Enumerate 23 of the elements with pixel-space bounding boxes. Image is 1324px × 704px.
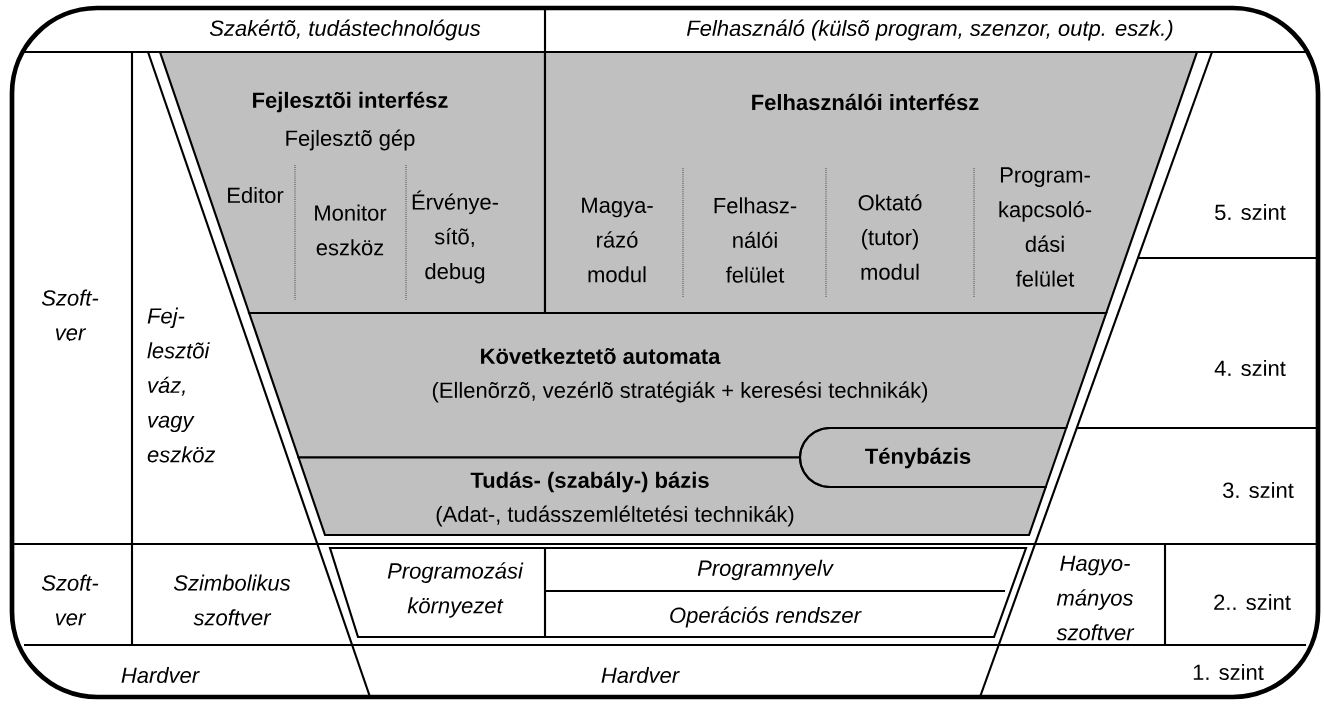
level-label: 2.. szint: [1214, 593, 1291, 611]
module-text: Érvénye-sítõ, debug: [412, 190, 499, 284]
column-heading: Szakértõ, tudástechnológus: [209, 19, 481, 41]
level-label: 5. szint: [1215, 203, 1286, 221]
module-text: Felhasz-nálói felület: [714, 197, 797, 283]
layer-label: Szimbolikus szoftver: [173, 574, 291, 626]
module-text: Magya-rázó modul: [582, 197, 653, 283]
layer-label: Hardver: [121, 666, 200, 684]
layer-label: Hagyo-mányos szoftver: [1056, 555, 1135, 641]
layer-label: Programozási környezet: [387, 562, 524, 618]
level-label: 3. szint: [1223, 481, 1294, 499]
layer-label: Operációs rendszer: [670, 606, 862, 628]
module-text: Monitor eszköz: [315, 204, 387, 256]
layer-label: Szoft-ver: [41, 574, 99, 626]
column-heading: Felhasználó (külsõ program, szenzor, outp. eszk.): [686, 19, 1173, 41]
layer-label: Szoft-ver: [41, 289, 99, 341]
level-label: 1. szint: [1193, 663, 1264, 681]
module-text: Oktató (tutor) modul: [858, 194, 922, 280]
layer-label: Programnyelv: [697, 559, 834, 581]
level-label: 4. szint: [1214, 359, 1286, 377]
module-text: Program-kapcsoló-dási felület: [999, 167, 1092, 287]
module-text: Editor: [228, 186, 284, 204]
layer-label: Hardver: [601, 666, 680, 684]
